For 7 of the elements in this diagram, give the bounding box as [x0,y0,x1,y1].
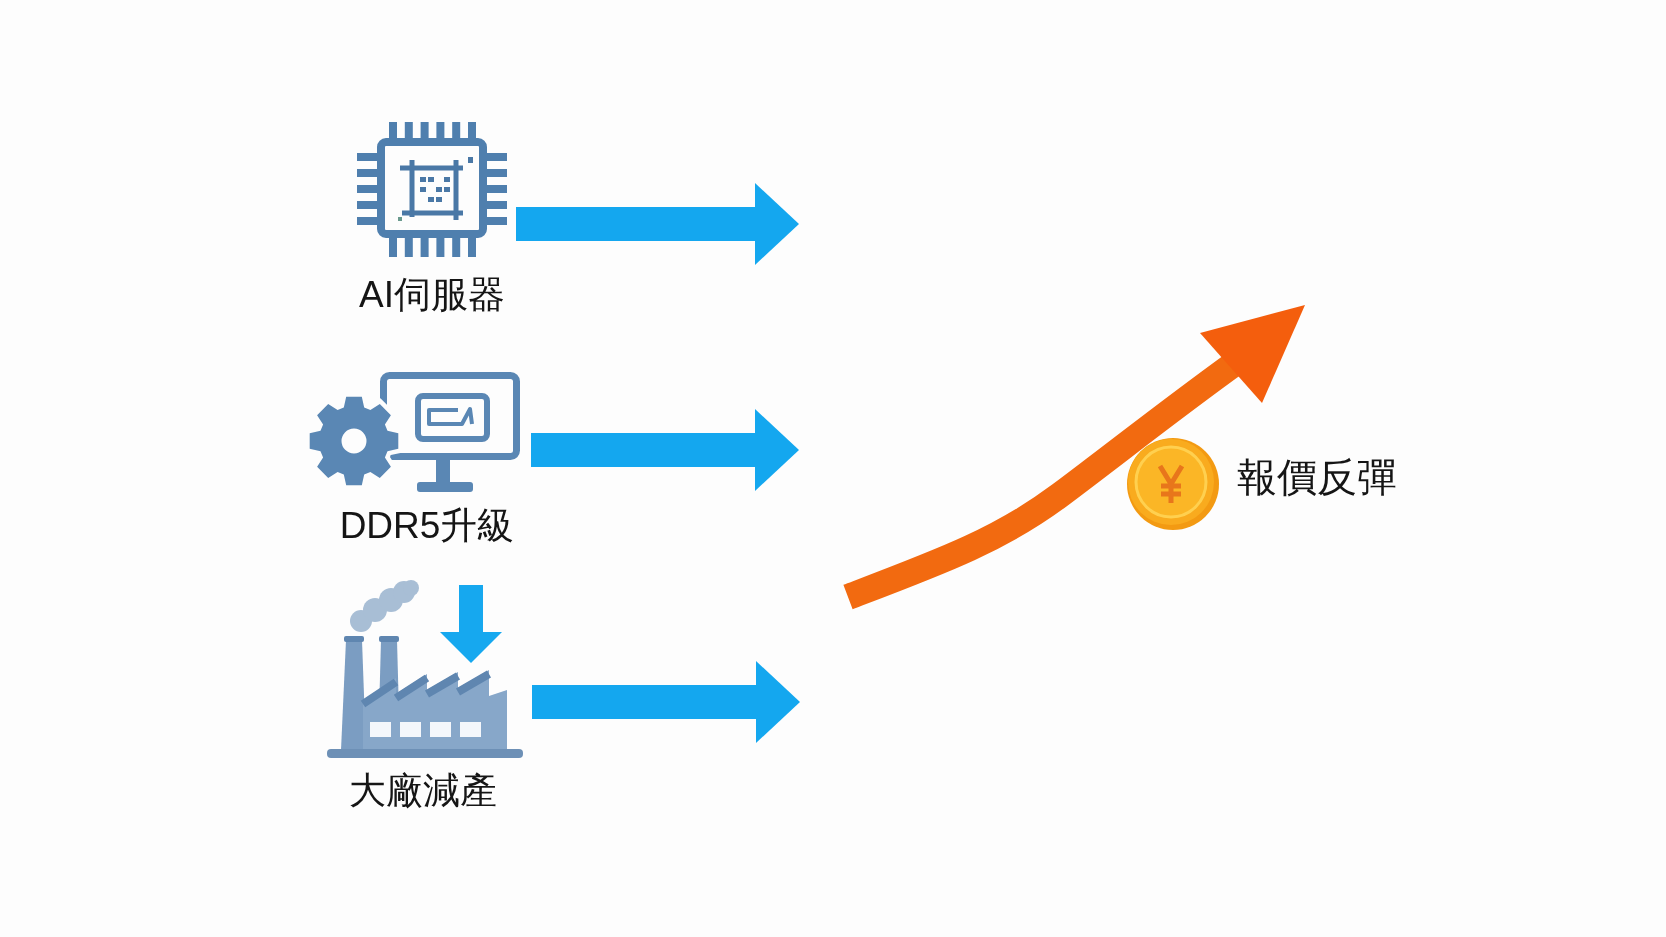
label: 大廠減產 [349,772,497,809]
arrow [532,661,800,743]
arrow [531,409,799,491]
label: DDR5升級 [339,507,515,544]
label: 報價反彈 [1237,457,1397,497]
label: AI伺服器 [359,276,505,313]
arrow [516,183,799,265]
